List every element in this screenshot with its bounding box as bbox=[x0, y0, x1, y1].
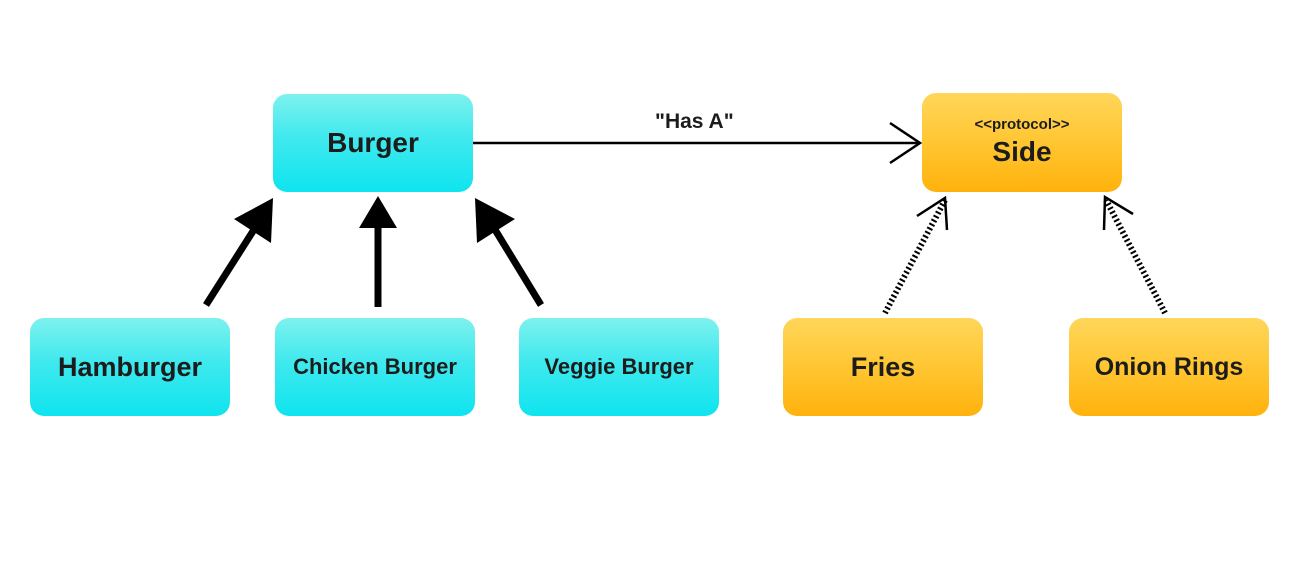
side-stereotype: <<protocol>> bbox=[974, 116, 1070, 133]
burger-label: Burger bbox=[327, 127, 419, 158]
hamburger-label: Hamburger bbox=[57, 351, 203, 382]
onion-rings-node: Onion Rings bbox=[1069, 318, 1269, 416]
inheritance-arrow-chicken-burger bbox=[359, 196, 397, 307]
conformance-arrow-fries bbox=[882, 195, 949, 315]
fries-label: Fries bbox=[850, 351, 916, 382]
side-label: Side bbox=[992, 136, 1052, 167]
chicken-burger-label: Chicken Burger bbox=[293, 354, 457, 379]
has-a-arrow bbox=[473, 121, 923, 165]
hamburger-node: Hamburger bbox=[30, 318, 230, 416]
chicken-burger-node: Chicken Burger bbox=[275, 318, 475, 416]
inheritance-arrow-hamburger bbox=[203, 198, 273, 307]
burger-node: Burger bbox=[273, 94, 473, 192]
onion-rings-label: Onion Rings bbox=[1094, 352, 1244, 381]
inheritance-arrow-veggie-burger bbox=[475, 198, 544, 307]
veggie-burger-node: Veggie Burger bbox=[519, 318, 719, 416]
veggie-burger-label: Veggie Burger bbox=[544, 354, 694, 379]
side-node: <<protocol>> Side bbox=[922, 93, 1122, 192]
conformance-arrow-onion-rings bbox=[1102, 194, 1168, 315]
fries-node: Fries bbox=[783, 318, 983, 416]
has-a-label: "Has A" bbox=[655, 110, 734, 133]
